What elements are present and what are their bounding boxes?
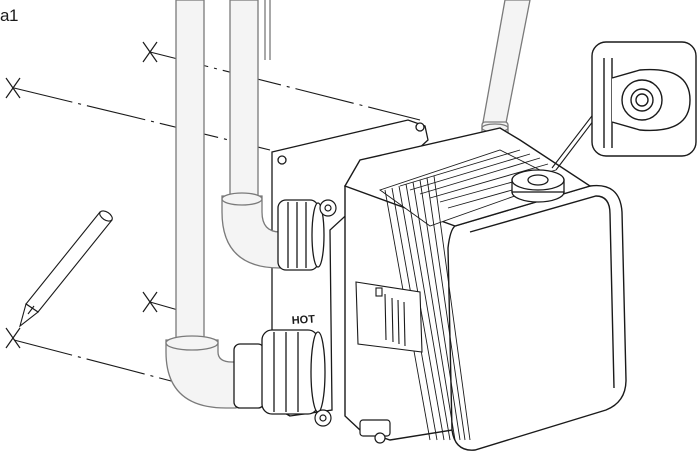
bottom-clip — [359, 419, 391, 444]
x-mark-left-lower — [5, 327, 21, 349]
pencil-icon — [19, 210, 113, 328]
elbow-lower — [165, 335, 237, 409]
x-mark-top — [142, 41, 158, 63]
mounting-lug-upper — [319, 199, 337, 217]
valve-box-front — [447, 184, 627, 451]
connector-nut-upper — [277, 199, 325, 271]
hot-port-label: HOT — [291, 313, 315, 327]
x-mark-left-upper — [5, 77, 21, 99]
top-plug — [511, 169, 565, 203]
connector-nut-lower — [233, 329, 326, 415]
box-label-sticker — [355, 281, 423, 353]
x-mark-middle — [142, 291, 158, 313]
pipe-vertical-thin — [264, 0, 271, 60]
step-label: a1 — [0, 6, 18, 25]
elbow-upper — [221, 192, 281, 269]
pipe-vertical-middle — [229, 0, 259, 201]
mounting-lug-lower — [314, 409, 332, 427]
callout-detail — [591, 41, 697, 157]
pipe-vertical-left — [175, 0, 205, 341]
